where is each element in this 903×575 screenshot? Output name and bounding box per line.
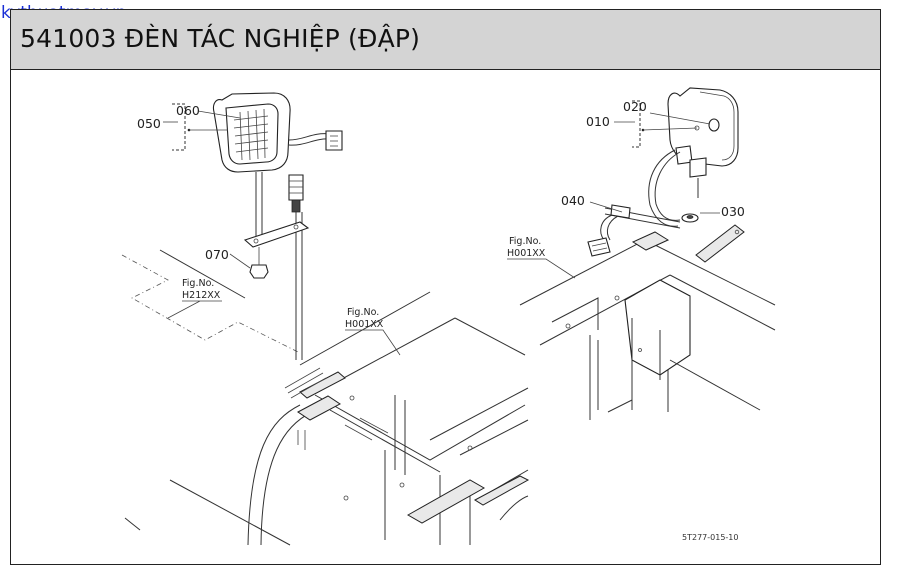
fig-ref-right-h001-line2: H001XX: [507, 248, 546, 259]
callout-010: 010: [586, 114, 610, 129]
callout-070: 070: [205, 247, 229, 262]
left-callouts: 050 060 070: [137, 103, 251, 269]
fig-ref-left-h212-line2: H212XX: [182, 290, 221, 301]
drawing-code: 5T277-015-10: [682, 533, 738, 542]
callout-040: 040: [561, 193, 585, 208]
header-bar: 541003 ĐÈN TÁC NGHIỆP (ĐẬP): [11, 10, 880, 70]
right-callouts: 010 020 040 030: [561, 99, 745, 219]
callout-050: 050: [137, 116, 161, 131]
fig-ref-left-h001-line1: Fig.No.: [347, 307, 379, 318]
fig-ref-left-h001-line2: H001XX: [345, 319, 384, 330]
left-figure-refs: Fig.No. H212XX Fig.No. H001XX: [167, 278, 401, 356]
left-mounting-bracket: [284, 367, 346, 450]
left-machine-body: [121, 249, 530, 546]
page-title: 541003 ĐÈN TÁC NGHIỆP (ĐẬP): [20, 24, 421, 53]
left-work-light: [212, 92, 343, 360]
right-machine-body: [519, 231, 776, 420]
fig-ref-right-h001-line1: Fig.No.: [509, 236, 541, 247]
right-work-light: [587, 87, 745, 263]
callout-020: 020: [623, 99, 647, 114]
fig-ref-left-h212-line1: Fig.No.: [182, 278, 214, 289]
right-figure-refs: Fig.No. H001XX: [507, 236, 576, 279]
callout-060: 060: [176, 103, 200, 118]
callout-030: 030: [721, 204, 745, 219]
